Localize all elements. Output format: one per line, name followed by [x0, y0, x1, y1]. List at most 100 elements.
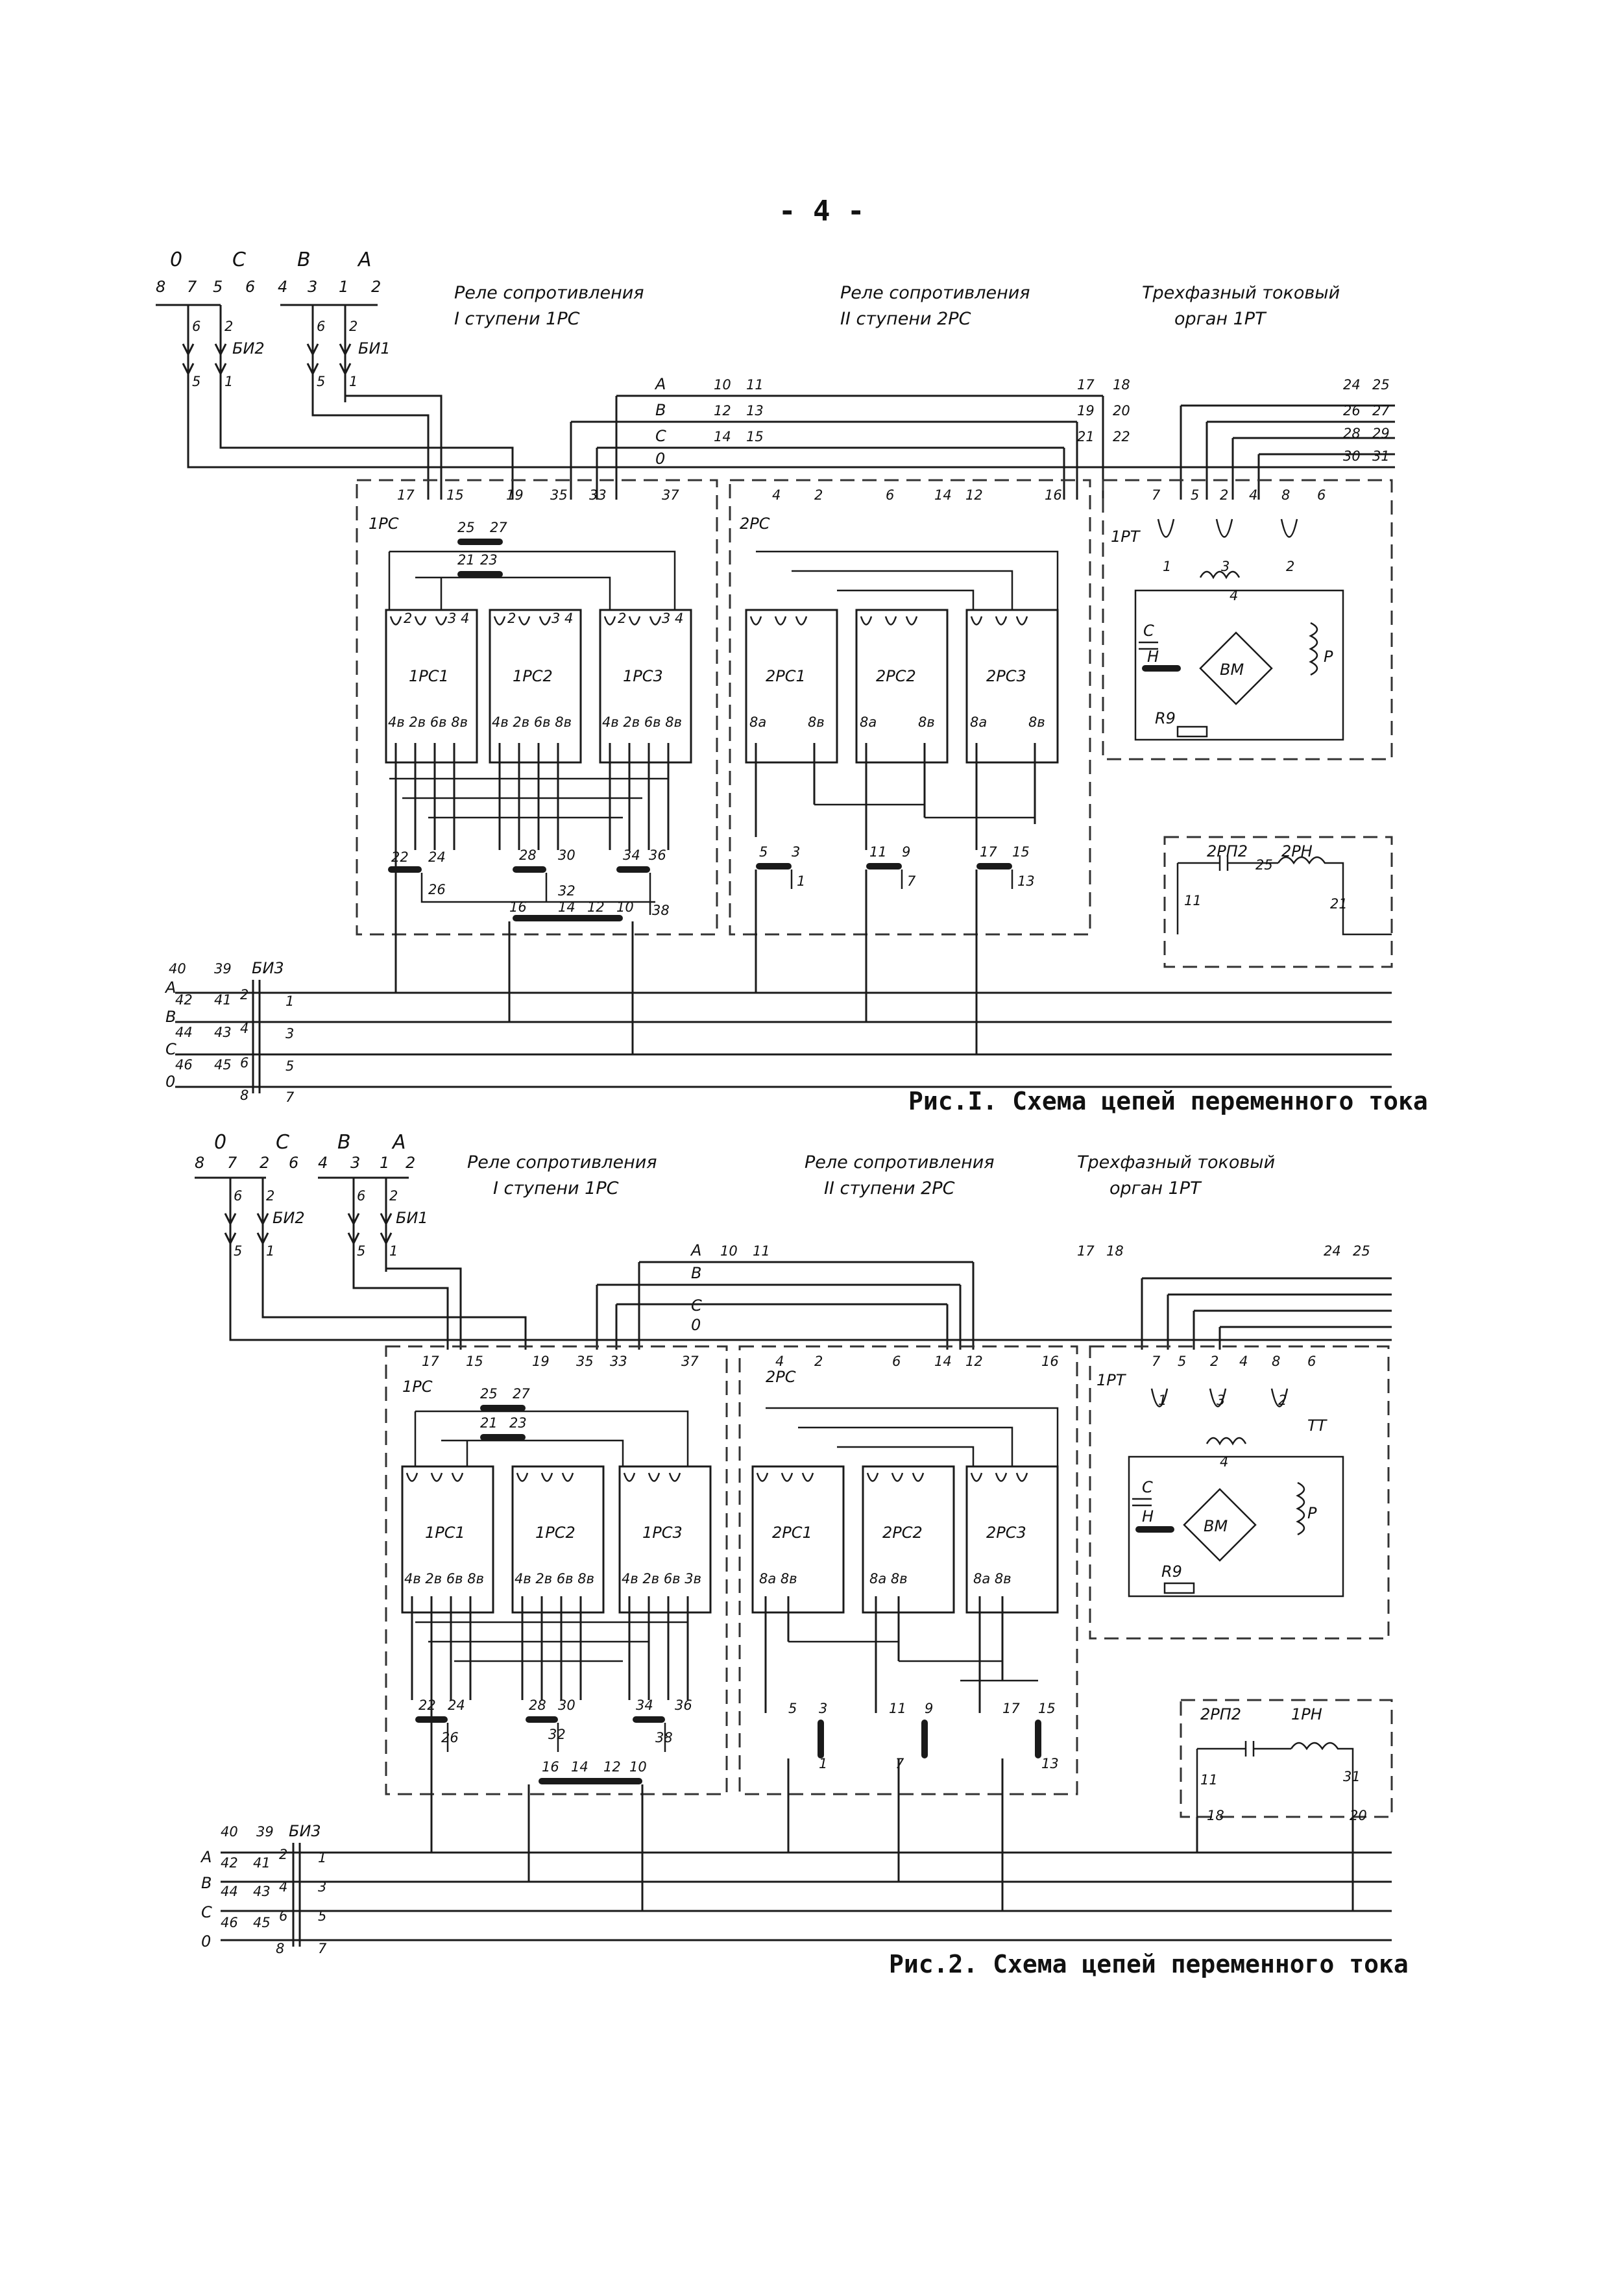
enclosure-1pc — [356, 479, 718, 936]
svg-text:10: 10 — [720, 1243, 738, 1259]
svg-text:8: 8 — [156, 278, 165, 296]
svg-text:A: A — [391, 1131, 406, 1154]
figure-2: Реле сопротивления I ступени 1РС Реле со… — [195, 1131, 1409, 1978]
svg-text:5: 5 — [357, 1243, 365, 1259]
svg-text:7: 7 — [285, 1089, 295, 1105]
svg-text:6: 6 — [1317, 487, 1326, 503]
svg-text:22: 22 — [391, 849, 409, 865]
svg-text:14: 14 — [934, 487, 952, 503]
svg-text:1РС2: 1РС2 — [535, 1524, 576, 1542]
svg-text:28: 28 — [529, 1697, 546, 1713]
svg-text:БИ3: БИ3 — [289, 1822, 321, 1840]
svg-text:31: 31 — [1372, 448, 1390, 464]
svg-text:25: 25 — [1353, 1243, 1370, 1259]
svg-text:1РС3: 1РС3 — [642, 1524, 683, 1542]
svg-text:22: 22 — [418, 1697, 436, 1713]
svg-text:2: 2 — [1278, 1392, 1287, 1408]
svg-text:8: 8 — [1272, 1354, 1280, 1369]
svg-text:7: 7 — [895, 1756, 904, 1771]
svg-text:6: 6 — [289, 1154, 298, 1172]
svg-text:7: 7 — [907, 873, 916, 889]
svg-text:B: B — [165, 1008, 176, 1026]
svg-text:1: 1 — [819, 1756, 827, 1771]
svg-text:2РС3: 2РС3 — [986, 667, 1026, 685]
svg-text:0: 0 — [165, 1073, 175, 1091]
svg-text:16: 16 — [1045, 487, 1062, 503]
svg-text:14: 14 — [714, 429, 731, 444]
svg-text:8в: 8в — [1028, 714, 1045, 730]
svg-text:2: 2 — [618, 611, 626, 626]
svg-text:Н: Н — [1147, 648, 1159, 666]
header-2pc-line2: II ступени 2РС — [840, 309, 971, 329]
svg-text:B: B — [655, 401, 666, 419]
enclosure-2rp-fig2 — [1180, 1699, 1393, 1818]
enclosure-2rp — [1163, 836, 1393, 968]
svg-text:11: 11 — [753, 1243, 770, 1259]
svg-text:8а: 8а — [970, 714, 987, 730]
svg-text:1: 1 — [339, 278, 348, 296]
svg-text:3: 3 — [308, 278, 317, 296]
svg-text:15: 15 — [466, 1354, 483, 1369]
svg-text:5: 5 — [192, 374, 200, 389]
svg-text:4в 2в 6в 8в: 4в 2в 6в 8в — [515, 1571, 594, 1587]
svg-text:30: 30 — [558, 847, 576, 863]
svg-text:3: 3 — [792, 844, 800, 860]
svg-text:6: 6 — [357, 1188, 365, 1204]
svg-text:41: 41 — [253, 1855, 271, 1871]
svg-text:4: 4 — [318, 1154, 328, 1172]
relay-unit-1pc2-fig2: 1РС2 4в 2в 6в 8в — [511, 1465, 605, 1700]
svg-text:C: C — [201, 1903, 212, 1921]
svg-text:БИ2: БИ2 — [273, 1209, 305, 1227]
svg-text:21: 21 — [457, 552, 475, 568]
svg-text:25: 25 — [457, 520, 475, 535]
svg-text:8а: 8а — [749, 714, 766, 730]
svg-text:0: 0 — [170, 249, 182, 271]
svg-text:1РН: 1РН — [1291, 1705, 1322, 1723]
svg-text:32: 32 — [558, 883, 576, 899]
svg-text:33: 33 — [610, 1354, 627, 1369]
svg-text:15: 15 — [446, 487, 464, 503]
svg-text:6: 6 — [886, 487, 894, 503]
svg-text:1: 1 — [797, 873, 805, 889]
svg-text:42: 42 — [221, 1855, 238, 1871]
svg-text:6: 6 — [317, 319, 325, 334]
figure-1: Реле сопротивления I ступени 1РС Реле со… — [156, 249, 1428, 1115]
svg-text:2: 2 — [240, 987, 248, 1003]
svg-text:B: B — [691, 1264, 701, 1282]
svg-text:8: 8 — [240, 1088, 248, 1103]
svg-text:6: 6 — [240, 1055, 248, 1071]
enclosure-1pt-fig2 — [1089, 1345, 1390, 1640]
svg-text:12: 12 — [714, 403, 731, 419]
svg-text:2РП2: 2РП2 — [1200, 1705, 1241, 1723]
svg-text:44: 44 — [175, 1025, 193, 1040]
header-1pc-line1: Реле сопротивления — [454, 283, 644, 303]
svg-text:27: 27 — [513, 1386, 530, 1402]
svg-text:8а: 8а — [860, 714, 877, 730]
svg-text:1: 1 — [266, 1243, 274, 1259]
relay-unit-2pc2-fig2: 2РС2 8а 8в — [862, 1465, 955, 1713]
svg-text:17: 17 — [1077, 377, 1095, 393]
svg-text:36: 36 — [675, 1697, 692, 1713]
header-2pc-line1: Реле сопротивления — [840, 283, 1030, 303]
svg-text:3 4: 3 4 — [551, 611, 573, 626]
svg-text:31: 31 — [1343, 1769, 1361, 1784]
svg-text:A: A — [200, 1848, 212, 1866]
svg-text:3: 3 — [819, 1701, 827, 1716]
svg-text:ВМ: ВМ — [1220, 661, 1244, 679]
svg-text:0: 0 — [201, 1932, 211, 1951]
svg-text:1: 1 — [1163, 559, 1171, 574]
svg-text:2РС3: 2РС3 — [986, 1524, 1026, 1542]
header-2pc-line1-fig2: Реле сопротивления — [805, 1152, 995, 1173]
svg-text:18: 18 — [1106, 1243, 1124, 1259]
header-1pt-line2: орган 1РТ — [1174, 309, 1267, 329]
svg-text:2: 2 — [266, 1188, 274, 1204]
svg-text:4в 2в 6в 3в: 4в 2в 6в 3в — [622, 1571, 701, 1587]
svg-text:A: A — [357, 249, 372, 271]
